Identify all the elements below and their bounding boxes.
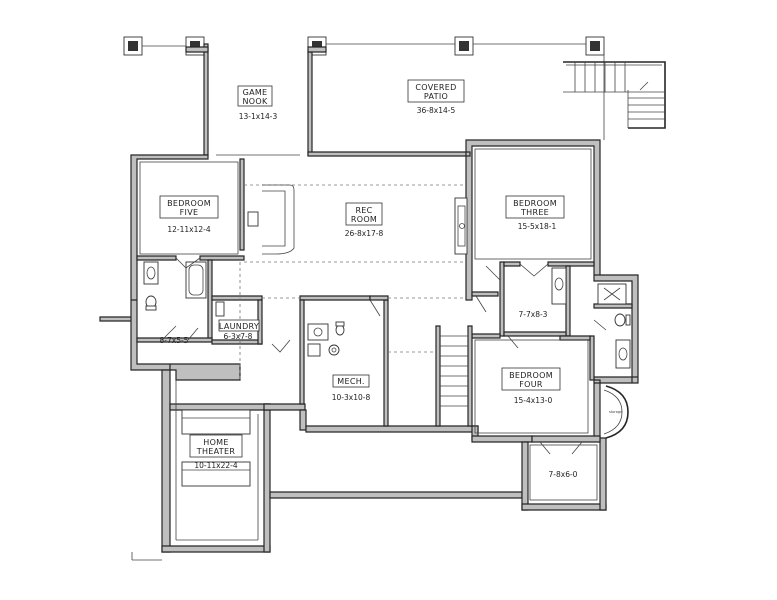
room-closet-three: 7-7x8-3: [519, 310, 548, 319]
room-name-line2: THREE: [520, 208, 549, 217]
room-mech: MECH. 10-3x10-8: [332, 374, 371, 402]
room-name-line1: HOME: [203, 438, 228, 447]
room-name-line2: ROOM: [351, 215, 377, 224]
room-closet-four: 7-8x6-0: [549, 470, 578, 479]
room-dimensions: 12-11x12-4: [167, 225, 210, 234]
room-dimensions: 15-5x18-1: [518, 222, 557, 231]
room-name-line2: NOOK: [242, 97, 267, 106]
room-rec-room: REC ROOM 26-8x17-8: [345, 202, 384, 238]
room-dimensions: 15-4x13-0: [514, 396, 553, 405]
room-bath-five: 8-7x5-5: [160, 336, 189, 345]
room-dimensions: 10-11x22-4: [194, 461, 237, 470]
room-dimensions: 8-7x5-5: [160, 336, 189, 345]
interior-stairs: [440, 335, 468, 407]
room-home-theater: HOME THEATER 10-11x22-4: [189, 434, 243, 470]
room-name-line1: REC: [355, 206, 372, 215]
room-bedroom-five: BEDROOM FIVE 12-11x12-4: [159, 195, 219, 234]
south-walls: [269, 409, 607, 511]
fixtures: storage: [143, 184, 631, 439]
room-dimensions: 10-3x10-8: [332, 393, 371, 402]
room-dimensions: 13-1x14-3: [239, 112, 278, 121]
interior-walls: [136, 158, 633, 427]
room-dimensions: 36-8x14-5: [417, 106, 456, 115]
room-name-line2: THEATER: [196, 447, 236, 456]
room-name-line1: GAME: [243, 88, 268, 97]
theater-walls: [161, 369, 306, 553]
room-name-line1: BEDROOM: [509, 371, 553, 380]
room-dimensions: 26-8x17-8: [345, 229, 384, 238]
room-name-line1: LAUNDRY: [219, 322, 259, 331]
room-name-line1: BEDROOM: [167, 199, 211, 208]
room-bedroom-three: BEDROOM THREE 15-5x18-1: [505, 195, 565, 231]
room-dimensions: 6-3x7-8: [224, 332, 253, 341]
exterior-stairs: [563, 61, 666, 129]
theater-seating: [181, 409, 251, 487]
room-game-nook: GAME NOOK 13-1x14-3: [237, 85, 278, 121]
room-name-line2: PATIO: [424, 92, 448, 101]
room-name-line1: BEDROOM: [513, 199, 557, 208]
svg-text:storage: storage: [609, 410, 622, 414]
room-dimensions: 7-8x6-0: [549, 470, 578, 479]
room-covered-patio: COVERED PATIO 36-8x14-5: [407, 79, 465, 115]
room-name-line2: FIVE: [180, 208, 199, 217]
room-name-line1: COVERED: [415, 83, 456, 92]
room-name-line1: MECH.: [337, 377, 364, 386]
room-name-line2: FOUR: [519, 380, 543, 389]
room-laundry: LAUNDRY 6-3x7-8: [218, 319, 260, 341]
door-swings: [161, 257, 607, 455]
room-bedroom-four: BEDROOM FOUR 15-4x13-0: [501, 367, 561, 405]
room-dimensions: 7-7x8-3: [519, 310, 548, 319]
